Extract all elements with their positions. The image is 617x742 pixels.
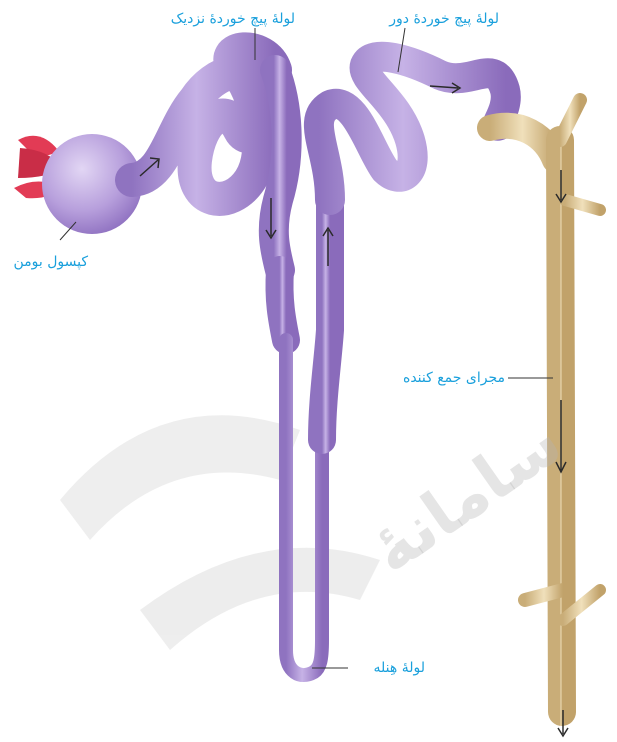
label-loop-of-henle: لولهٔ هِنله xyxy=(374,661,425,675)
proximal-tubule xyxy=(132,49,287,270)
label-bowman-capsule: کپسول بومن xyxy=(13,255,88,269)
label-collecting-duct: مجرای جمع کننده xyxy=(403,371,505,385)
loop-of-henle xyxy=(279,200,330,675)
label-proximal-tubule: لولهٔ پیچ خوردهٔ نزدیک xyxy=(171,12,295,26)
collecting-duct xyxy=(490,100,600,712)
watermark-shapes xyxy=(60,415,380,650)
label-distal-tubule: لولهٔ پیچ خوردهٔ دور xyxy=(389,12,499,26)
